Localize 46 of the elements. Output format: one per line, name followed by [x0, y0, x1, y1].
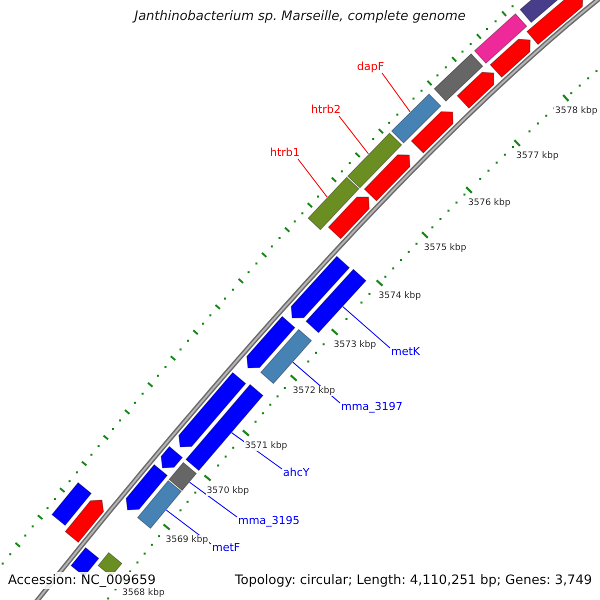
- leader-line: [298, 158, 328, 198]
- leader-line: [189, 482, 238, 518]
- scale-label: 3574 kbp: [378, 291, 422, 301]
- gene-feature: [246, 316, 296, 368]
- gene-feature: [290, 256, 350, 318]
- scale-label: 3576 kbp: [467, 198, 512, 208]
- gene-feature: [364, 154, 410, 202]
- gene-label: mma_3195: [238, 514, 300, 527]
- gene-label: htrb1: [270, 146, 300, 159]
- gene-feature: [526, 0, 584, 46]
- gene-feature: [178, 372, 246, 448]
- gene-bar: [391, 93, 442, 144]
- gene-feature: [410, 111, 454, 154]
- gene-bar: [434, 53, 484, 102]
- leader-line: [342, 306, 390, 348]
- gene-label: htrb2: [311, 103, 341, 116]
- scale-label: 3572 kbp: [292, 386, 336, 396]
- gene-bar: [308, 176, 360, 230]
- scale-label: 3568 kbp: [121, 588, 166, 598]
- gene-label: metF: [212, 541, 240, 554]
- gene-bar: [520, 0, 560, 24]
- gene-label: mma_3197: [341, 400, 403, 413]
- gene-label: ahcY: [283, 466, 310, 479]
- gene-bar: [347, 132, 402, 188]
- title: Janthinobacterium sp. Marseille, complete genome: [131, 9, 467, 24]
- gene-label: dapF: [357, 60, 384, 73]
- leader-line: [382, 72, 411, 112]
- gene-feature: [64, 500, 104, 543]
- gene-feature: [126, 464, 168, 510]
- scale-label: 3570 kbp: [206, 486, 250, 496]
- gene-feature: [490, 38, 531, 78]
- scale-label: 3569 kbp: [164, 535, 210, 545]
- scale-label: 3573 kbp: [332, 340, 378, 350]
- gene-feature: [456, 72, 494, 109]
- scale-label: 3575 kbp: [422, 243, 468, 253]
- scale-label: 3577 kbp: [515, 151, 560, 161]
- scale-label: 3578 kbp: [554, 106, 598, 116]
- gene-bar: [260, 328, 312, 384]
- gene-bar: [305, 268, 367, 334]
- gene-bar: [474, 13, 528, 64]
- scale-label: 3571 kbp: [244, 441, 288, 451]
- gene-label: metK: [391, 345, 420, 358]
- gene-feature: [160, 446, 183, 468]
- gene-bar: [51, 482, 92, 526]
- gene-feature: [328, 196, 370, 240]
- gene-bar: [136, 480, 182, 529]
